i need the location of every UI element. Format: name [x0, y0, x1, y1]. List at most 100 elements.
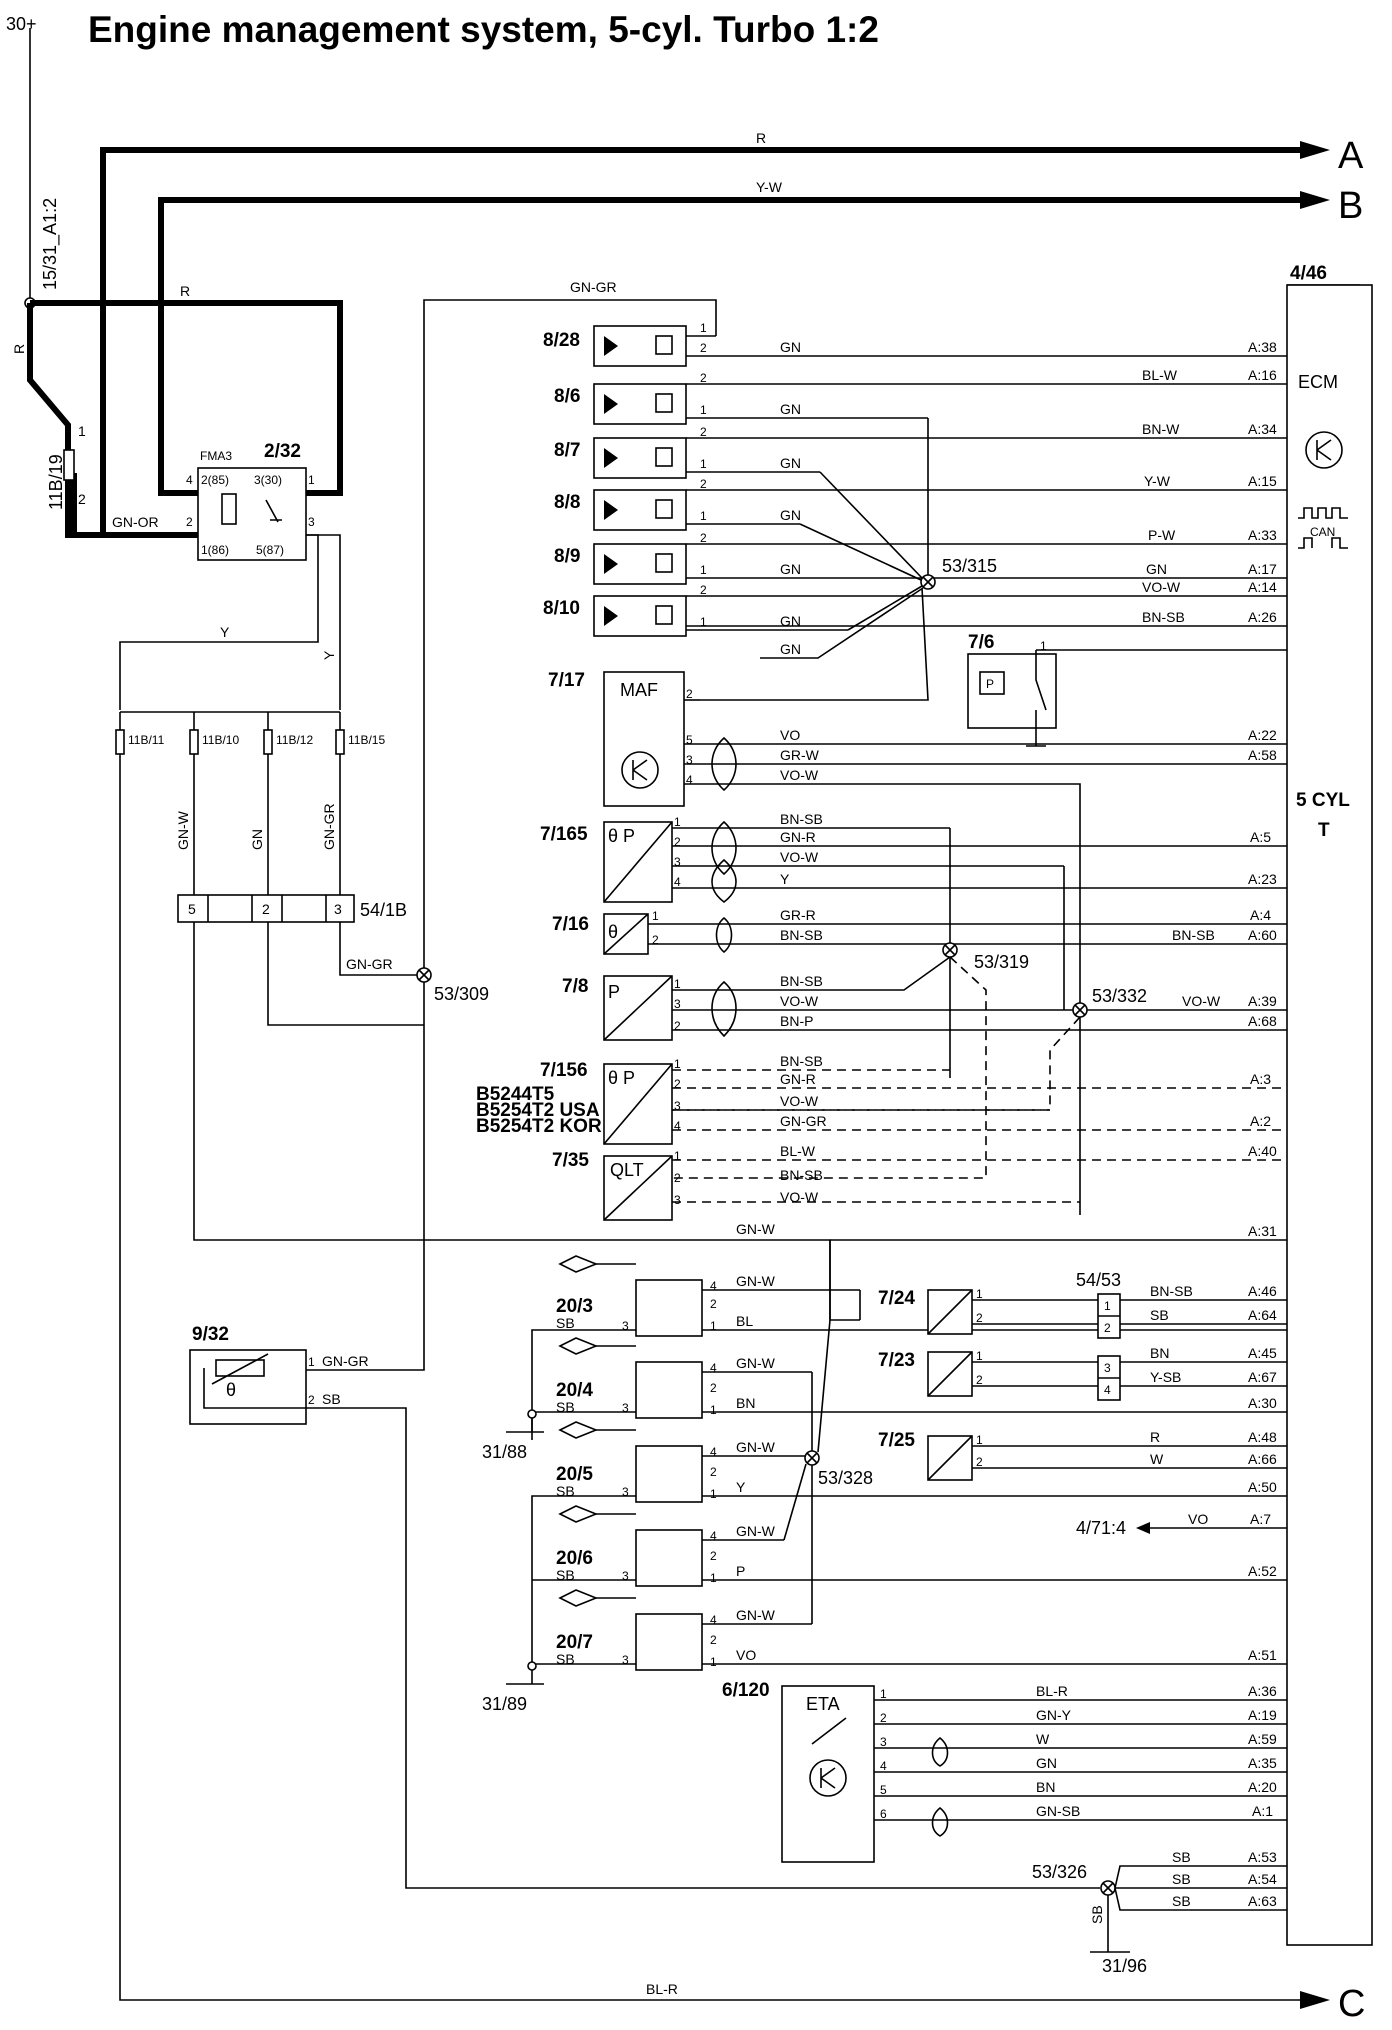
- svg-text:2: 2: [674, 1077, 681, 1091]
- conn-pin-3: 3: [334, 901, 342, 917]
- sensor-7-156-thetap: θ P: [608, 1068, 635, 1088]
- a26-wire: BN-SB: [1142, 609, 1185, 625]
- svg-text:1: 1: [700, 563, 707, 577]
- wire-dash-332: [672, 1016, 1081, 1111]
- a45-pin: A:45: [1248, 1345, 1277, 1361]
- s16-w2: BN-SB: [780, 927, 823, 943]
- svg-text:2: 2: [674, 835, 681, 849]
- svg-text:6: 6: [880, 1807, 887, 1821]
- relay-2-32: [197, 467, 307, 561]
- s156-w4: GN-GR: [780, 1113, 827, 1129]
- wire-gn-gr-top-label: GN-GR: [570, 279, 617, 295]
- supply-label: 30+: [6, 14, 37, 34]
- svg-text:3: 3: [880, 1735, 887, 1749]
- coil-20-6-p: P: [736, 1563, 745, 1579]
- svg-text:3: 3: [674, 1099, 681, 1113]
- sensor-7-8-p: P: [608, 982, 620, 1002]
- coil-20-6-sb: SB: [556, 1567, 575, 1583]
- wire-gn-or: [65, 480, 200, 538]
- sensor-7-23-ref: 7/23: [878, 1350, 915, 1371]
- wire-gn-fuse-label: GN: [249, 829, 265, 850]
- svg-text:3: 3: [622, 1569, 629, 1583]
- fuse-11b12-label: 11B/12: [276, 733, 313, 747]
- s165-w2: GN-R: [780, 829, 816, 845]
- sensor-7-165-thetap: θ P: [608, 826, 635, 846]
- coil-20-4: 20/4 3 421 GN-W BN SB: [556, 1337, 1287, 1419]
- eta-ref: 6/120: [722, 1680, 770, 1701]
- wire-y-1: [119, 534, 319, 710]
- svg-text:2: 2: [710, 1549, 717, 1563]
- injector-8-10-gn: GN: [780, 613, 801, 629]
- a14-pin: A:14: [1248, 579, 1277, 595]
- fuse-11b10-label: 11B/10: [202, 733, 239, 747]
- a67-wire: Y-SB: [1150, 1369, 1181, 1385]
- injector-8-28-wire: GN: [780, 339, 801, 355]
- a22-pin: A:22: [1248, 727, 1277, 743]
- a19-wire: GN-Y: [1036, 1707, 1072, 1723]
- coil-20-5-sb: SB: [556, 1483, 575, 1499]
- a68-pin: A:68: [1248, 1013, 1277, 1029]
- ground-31-96: 31/96: [1102, 1956, 1147, 1976]
- relay-coil: [221, 493, 237, 525]
- ground-31-89: 31/89: [482, 1694, 527, 1714]
- ground-326-sb: SB: [1089, 1905, 1105, 1924]
- wire-gn-fuse: [267, 754, 424, 1026]
- maf-vo-w: VO-W: [780, 767, 819, 783]
- injector-8-8-ref: 8/8: [554, 492, 580, 513]
- sensor-7-165-ref: 7/165: [540, 824, 588, 845]
- ecm-box: [1286, 284, 1373, 1946]
- relay-pin-87: 5(87): [256, 543, 284, 557]
- wire-vo-w-maf: [684, 783, 1081, 1215]
- sensor-9-32-theta: θ: [226, 1380, 236, 1400]
- a54-pin: A:54: [1248, 1871, 1277, 1887]
- svg-text:1: 1: [308, 1355, 315, 1369]
- a48-pin: A:48: [1248, 1429, 1277, 1445]
- coil-20-3: 20/3 3 421 GN-W BL SB: [556, 1255, 1287, 1337]
- a59-wire: W: [1036, 1731, 1050, 1747]
- s35-w1: BL-W: [780, 1143, 816, 1159]
- a46-wire: BN-SB: [1150, 1283, 1193, 1299]
- svg-text:1: 1: [674, 1149, 681, 1163]
- s35-w2: BN-SB: [780, 1167, 823, 1183]
- ecm-variant-2: T: [1318, 820, 1330, 841]
- svg-text:1: 1: [710, 1487, 717, 1501]
- sensor-7-17-ref: 7/17: [548, 670, 585, 691]
- ext-ref-4-71: 4/71:4: [1076, 1518, 1126, 1538]
- a60-wire: BN-SB: [1172, 927, 1215, 943]
- relay-pin-30: 3(30): [254, 473, 282, 487]
- a31-pin: A:31: [1248, 1223, 1277, 1239]
- a35-wire: GN: [1036, 1755, 1057, 1771]
- injector-8-9: 8/9 21 GN P-W A:33 GN A:17: [554, 527, 1287, 585]
- s8-w1: BN-SB: [780, 973, 823, 989]
- a60-pin: A:60: [1248, 927, 1277, 943]
- injector-8-9-pin2: A:17: [1248, 561, 1277, 577]
- sensor-9-32-ref: 9/32: [192, 1324, 229, 1345]
- wire-sb-932: [306, 1407, 1100, 1889]
- a67-pin: A:67: [1248, 1369, 1277, 1385]
- svg-text:3: 3: [674, 1193, 681, 1207]
- svg-text:4: 4: [710, 1279, 717, 1293]
- svg-text:1: 1: [700, 509, 707, 523]
- injector-8-7: 8/7 21 GN BN-W A:34: [554, 421, 1287, 479]
- coil-20-5-y: Y: [736, 1479, 746, 1495]
- a52-pin: A:52: [1248, 1563, 1277, 1579]
- s35-w3: VO-W: [780, 1189, 819, 1205]
- injector-8-9-wire2: GN: [1146, 561, 1167, 577]
- sensor-7-6-ref: 7/6: [968, 632, 994, 653]
- svg-text:1: 1: [700, 403, 707, 417]
- maf-pin4: 4: [686, 773, 693, 787]
- injector-8-8-gn: GN: [780, 507, 801, 523]
- svg-text:3: 3: [1104, 1361, 1111, 1375]
- coil-20-7-ref: 20/7: [556, 1632, 593, 1653]
- svg-text:2: 2: [700, 371, 707, 385]
- coil-20-7: 20/7 3 421 GN-W VO SB: [556, 1589, 1287, 1671]
- injector-8-28: 8/28 12 GN A:38: [543, 321, 1287, 367]
- maf-pin5: 5: [686, 733, 693, 747]
- splice-53-319-label: 53/319: [974, 952, 1029, 972]
- svg-text:4: 4: [1104, 1383, 1111, 1397]
- svg-text:2: 2: [674, 1171, 681, 1185]
- injector-8-7-ref: 8/7: [554, 440, 580, 461]
- fuse-pin1: 1: [78, 423, 86, 439]
- sensor-7-16-ref: 7/16: [552, 914, 589, 935]
